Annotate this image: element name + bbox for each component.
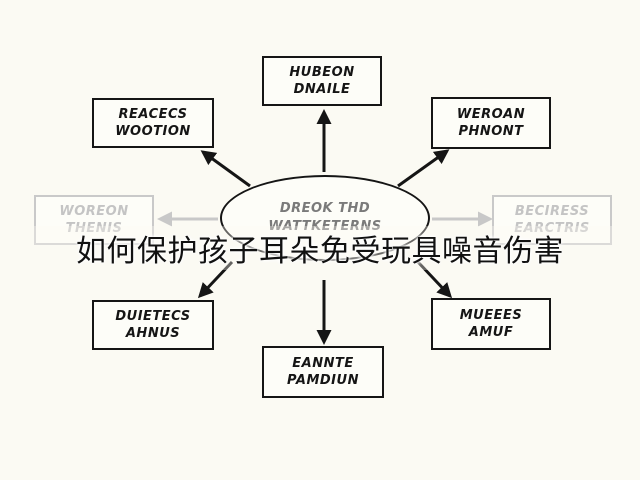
- node-top-line-1: HUBEON: [289, 65, 355, 80]
- node-bottom-left: DUIETECS AHNUS: [92, 300, 214, 350]
- node-top: HUBEON DNAILE: [262, 56, 382, 106]
- node-bottom-line-2: PAMDIUN: [287, 373, 359, 388]
- node-top-line-2: DNAILE: [293, 82, 351, 97]
- node-top-left: REACECS WOOTION: [92, 98, 214, 148]
- node-bottom-line-1: EANNTE: [292, 356, 354, 371]
- node-bottom-right-line-1: MUEEES: [459, 308, 523, 323]
- node-left-line-2: THENIS: [65, 221, 123, 236]
- node-top-right: WEROAN PHNONT: [431, 97, 551, 149]
- node-right: BECIRESS EARCTRIS: [492, 195, 612, 245]
- node-bottom-left-line-1: DUIETECS: [115, 309, 191, 324]
- node-bottom-left-line-2: AHNUS: [125, 326, 181, 341]
- arrow-to-bottom-left: [197, 260, 234, 299]
- node-top-right-line-1: WEROAN: [456, 107, 526, 122]
- node-top-right-line-2: PHNONT: [458, 124, 524, 139]
- node-left-line-1: WOREON: [59, 204, 129, 219]
- node-right-line-1: BECIRESS: [514, 204, 590, 219]
- node-bottom-right: MUEEES AMUF: [431, 298, 551, 350]
- arrow-to-top-right: [397, 149, 450, 188]
- arrow-to-bottom-right: [416, 260, 453, 299]
- caption-overlay: 如何保护孩子耳朵免受玩具噪音伤害: [0, 226, 640, 270]
- center-hub-line-2: WATTKETERNS: [268, 219, 382, 234]
- center-hub: DREOK THD WATTKETERNS: [220, 175, 430, 261]
- node-top-left-line-1: REACECS: [118, 107, 188, 122]
- node-right-line-2: EARCTRIS: [514, 221, 590, 236]
- node-left: WOREON THENIS: [34, 195, 154, 245]
- node-bottom-right-line-2: AMUF: [468, 325, 514, 340]
- node-top-left-line-2: WOOTION: [115, 124, 191, 139]
- center-hub-line-1: DREOK THD: [279, 201, 371, 216]
- arrow-to-top-left: [200, 150, 251, 188]
- node-bottom: EANNTE PAMDIUN: [262, 346, 384, 398]
